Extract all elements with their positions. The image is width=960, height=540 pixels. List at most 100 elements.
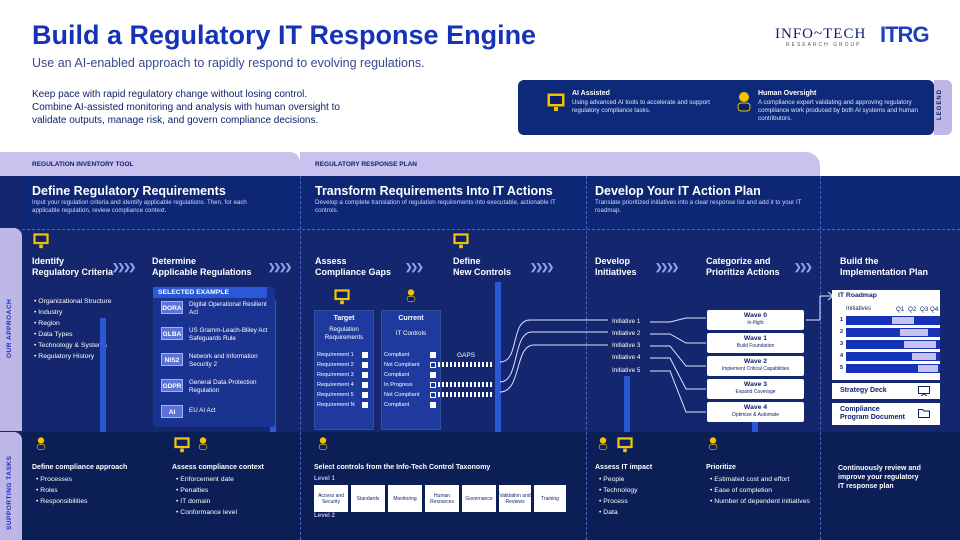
step-line: Determine: [152, 256, 197, 266]
legend-ai-text: Using advanced AI tools to accelerate an…: [572, 99, 710, 114]
regulation-name: US Gramm-Leach-Bliley Act Safeguards Rul…: [189, 327, 268, 342]
status-item: Not Compliant: [384, 392, 420, 398]
wave-sub: In-flight: [747, 320, 764, 326]
step-line: Categorize and: [706, 256, 771, 266]
legend-human-text: A compliance expert validating and appro…: [758, 99, 918, 122]
flow-connector: [624, 376, 630, 432]
section-title: Define Regulatory Requirements: [32, 184, 226, 198]
support-title: Define compliance approach: [32, 464, 128, 471]
our-approach-sidebar: OUR APPROACH: [0, 228, 22, 431]
list-item: IT domain: [176, 496, 237, 507]
list-item: Responsibilities: [36, 496, 87, 507]
strategy-deck-label: Strategy Deck: [840, 387, 887, 394]
flow-connector: [495, 282, 501, 432]
step-line: Build the: [840, 256, 879, 266]
initiative-item: Initiative 4: [612, 354, 641, 361]
continuous-review-text: Continuously review and improve your reg…: [838, 464, 921, 491]
quarter-label: Q1: [896, 306, 905, 313]
wave-title: Wave 4: [743, 404, 768, 411]
human-oversight-icon: [318, 437, 328, 450]
selected-example-label: SELECTED EXAMPLE: [158, 289, 229, 296]
gantt-bar: [904, 341, 936, 348]
roadmap-row-number: 1: [840, 317, 844, 323]
roadmap-row-number: 4: [840, 353, 844, 359]
intro-line: Keep pace with rapid regulatory change w…: [32, 89, 308, 100]
initiative-to-wave-connector: [650, 317, 706, 413]
gaps-label: GAPS: [457, 352, 476, 359]
section-title: Develop Your IT Action Plan: [595, 184, 761, 198]
support-list: Estimated cost and effort Ease of comple…: [710, 474, 815, 507]
review-line: Continuously review and: [838, 465, 921, 472]
ai-monitor-icon: [173, 436, 191, 453]
criteria-list: Organizational Structure Industry Region…: [34, 296, 112, 362]
wave-title: Wave 2: [743, 358, 768, 365]
control-category: Human Resources: [425, 485, 459, 512]
regulation-code: GLBA: [161, 327, 183, 340]
tab-regulation-inventory-tool: REGULATION INVENTORY TOOL: [0, 152, 300, 176]
regulation-name: General Data Protection Regulation: [189, 379, 257, 394]
support-title: Prioritize: [706, 464, 736, 471]
current-sub: IT Controls: [395, 330, 427, 337]
checkbox: [430, 362, 436, 368]
status-item: Not Compliant: [384, 362, 420, 368]
checkbox: [362, 402, 368, 408]
initiative-item: Initiative 2: [612, 330, 641, 337]
legend-tab: LEGEND: [934, 80, 952, 135]
gap-bar: [438, 392, 494, 397]
status-item: In Progress: [384, 382, 413, 388]
chevron-arrows-icon: ❯❯❯❯: [268, 262, 292, 272]
human-oversight-icon: [598, 437, 608, 450]
wave-title: Wave 0: [743, 312, 768, 319]
section-desc: Develop a complete translation of regula…: [315, 199, 556, 214]
intro-line: Combine AI-assisted monitoring and analy…: [32, 102, 340, 113]
intro-line: validate outputs, manage risk, and gover…: [32, 115, 319, 126]
roadmap-row: Initiative: [846, 364, 940, 379]
list-item: Process: [599, 496, 638, 507]
roadmap-title: IT Roadmap: [838, 292, 877, 299]
selected-example-box: SELECTED EXAMPLE DORA Digital Operational…: [153, 287, 275, 427]
control-category: Access and Security: [314, 485, 348, 512]
section-desc: Translate prioritized initiatives into a…: [595, 199, 802, 214]
list-item: Organizational Structure: [34, 296, 111, 307]
current-title: Current: [398, 315, 424, 322]
support-title: Assess compliance context: [172, 464, 264, 471]
regulation-name: Digital Operational Resilient Act: [189, 301, 267, 316]
regulation-code: AI: [161, 405, 183, 418]
side-label: OUR APPROACH: [6, 298, 13, 358]
support-title: Assess IT impact: [595, 464, 653, 471]
infotech-logo: INFO~TECH: [775, 26, 867, 42]
ai-monitor-icon: [452, 232, 470, 249]
legend-box: AI Assisted Using advanced AI tools to a…: [518, 80, 934, 135]
checkbox: [430, 402, 436, 408]
presentation-icon: [918, 386, 930, 396]
section-desc: Input your regulation criteria and ident…: [32, 199, 247, 214]
support-title: Select controls from the Info-Tech Contr…: [314, 464, 491, 471]
list-item: Ease of completion: [710, 485, 815, 496]
target-panel: Target Regulation Requirements: [314, 310, 374, 430]
supporting-tasks-sidebar: SUPPORTING TASKS: [0, 432, 22, 540]
side-label: SUPPORTING TASKS: [6, 455, 13, 530]
current-panel: Current IT Controls: [381, 310, 441, 430]
research-group-logo-text: RESEARCH GROUP: [786, 42, 862, 48]
wave-to-roadmap-connector: [806, 291, 834, 321]
list-item: Regulatory History: [34, 351, 112, 362]
legend-tab-label: LEGEND: [937, 88, 943, 120]
regulation-code: DORA: [161, 301, 183, 314]
gantt-bar: [918, 365, 938, 372]
control-category: Validation and Reviews: [499, 485, 531, 512]
chevron-arrows-icon: ❯❯❯: [405, 262, 424, 272]
regulation-row: DORA Digital Operational Resilient Act: [161, 301, 275, 317]
roadmap-row-number: 2: [840, 329, 844, 335]
target-sub: Regulation: [329, 326, 359, 333]
support-list: People Technology Process Data: [599, 474, 638, 518]
roadmap-row-label: Initiative: [848, 373, 867, 379]
human-oversight-icon: [406, 289, 416, 302]
requirement-item: Requirement 1: [317, 352, 354, 358]
